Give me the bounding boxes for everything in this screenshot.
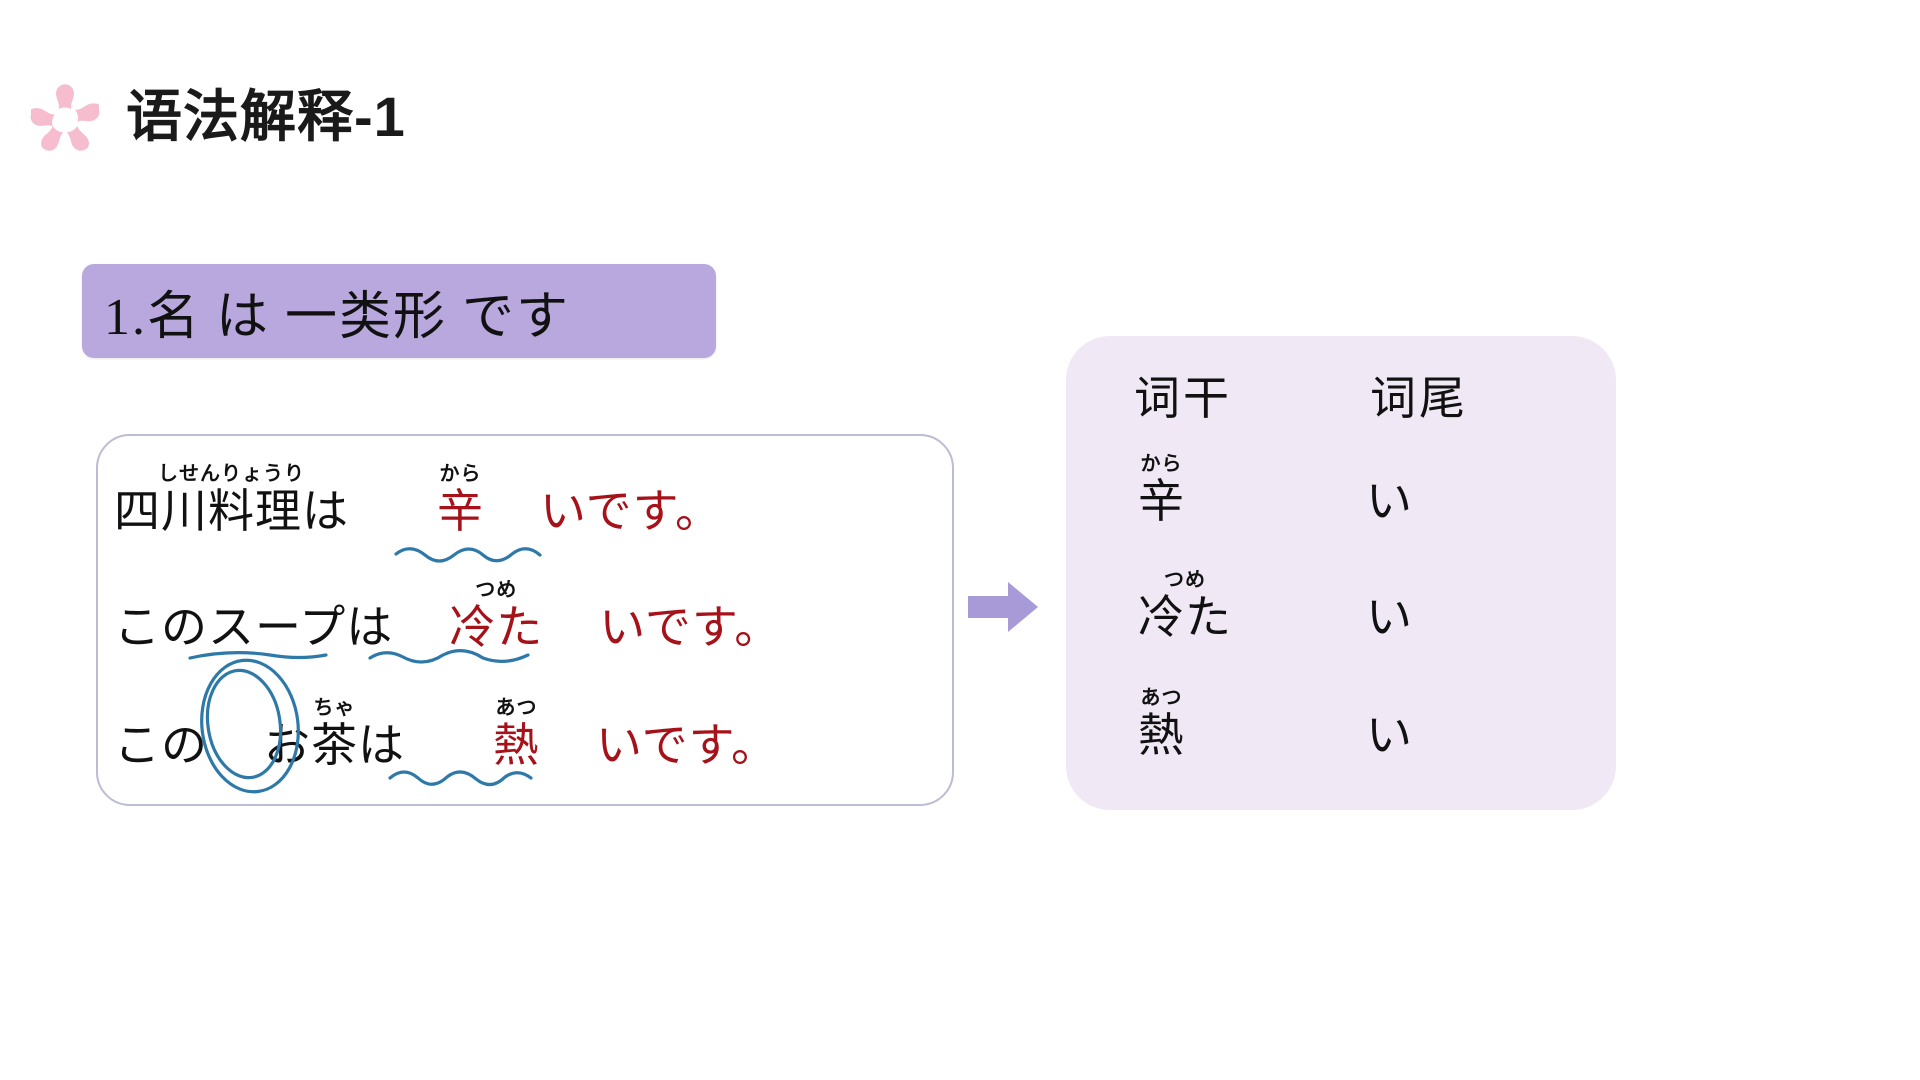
summary-row: つめ 冷た い [1066,570,1616,642]
example-3-predicate-ending: いです。 [596,720,779,771]
example-1-predicate-furigana: から [439,463,482,485]
summary-row-2-stem-text: 冷た [1138,592,1232,643]
example-2-predicate-stem: つめ 冷た [449,580,543,652]
example-1-subject: しせんりょうり 四川料理は [114,464,349,536]
grammar-pattern-label: 1.名 は 一类形 です [104,288,571,346]
summary-row: から 辛 い [1066,454,1616,526]
summary-row-1-stem-text: 辛 [1138,476,1185,527]
example-line-2: このスープは つめ 冷た いです。 [114,580,781,652]
summary-header-row: 词干 词尾 [1066,362,1616,428]
example-3-subject: ちゃ お茶は [264,698,405,770]
example-line-3: この ちゃ お茶は あつ 熱 いです。 [114,698,778,770]
page-header: 语法解释-1 [26,78,406,156]
grammar-pattern-chip: 1.名 は 一类形 です [82,264,716,358]
summary-row: あつ 熱 い [1066,688,1616,760]
summary-row-3-stem-text: 熱 [1138,710,1185,761]
wavy-underline-3 [388,770,533,787]
summary-row-2-ending: い [1366,592,1412,643]
summary-row-3-stem: あつ 熱 [1138,688,1366,760]
summary-row-1-stem-ruby: から 辛 [1138,454,1185,526]
example-3-subject-text: お茶は [264,720,405,771]
summary-row-3-stem-ruby: あつ 熱 [1138,688,1185,760]
summary-row-2-stem-furigana: つめ [1164,569,1206,591]
example-1-predicate-stem-text: 辛 [437,486,484,537]
example-3-subject-furigana: ちゃ [313,697,356,719]
column-header-ending: 词尾 [1370,373,1468,424]
summary-row-1-ending: い [1366,476,1412,527]
underline-subject-2 [188,651,328,660]
example-3-predicate-stem: あつ 熱 [493,698,540,770]
summary-panel: 词干 词尾 から 辛 い つめ 冷た い [1066,336,1616,810]
right-arrow-icon [968,582,1038,632]
example-1-subject-text: 四川料理は [114,486,349,537]
summary-row-2-stem-ruby: つめ 冷た [1138,570,1232,642]
column-header-stem: 词干 [1134,373,1232,424]
example-2-predicate-ending: いです。 [599,602,782,653]
example-3-subject-prefix: この [114,720,208,771]
summary-row-3-ending: い [1366,710,1412,761]
sakura-flower-icon [30,84,100,151]
example-1-subject-furigana: しせんりょうり [158,463,305,485]
summary-row-1-stem-furigana: から [1140,453,1183,475]
page-title: 语法解释-1 [126,85,406,148]
summary-row-2-stem: つめ 冷た [1138,570,1366,642]
example-line-1: しせんりょうり 四川料理は から 辛 いです。 [114,464,722,536]
example-2-subject-text: このスープは [114,602,394,653]
example-2-predicate-stem-text: 冷た [449,602,544,653]
example-1-predicate-stem: から 辛 [437,464,484,536]
wavy-underline-1 [394,547,542,563]
summary-row-1-stem: から 辛 [1138,454,1366,526]
example-1-predicate-ending: いです。 [540,486,723,537]
summary-row-3-stem-furigana: あつ [1140,687,1183,709]
example-2-predicate-furigana: つめ [475,579,518,601]
example-3-predicate-stem-text: 熱 [493,720,540,771]
example-sentences-card: しせんりょうり 四川料理は から 辛 いです。 このスープは つめ 冷た いです… [96,434,954,806]
example-3-predicate-furigana: あつ [495,697,538,719]
